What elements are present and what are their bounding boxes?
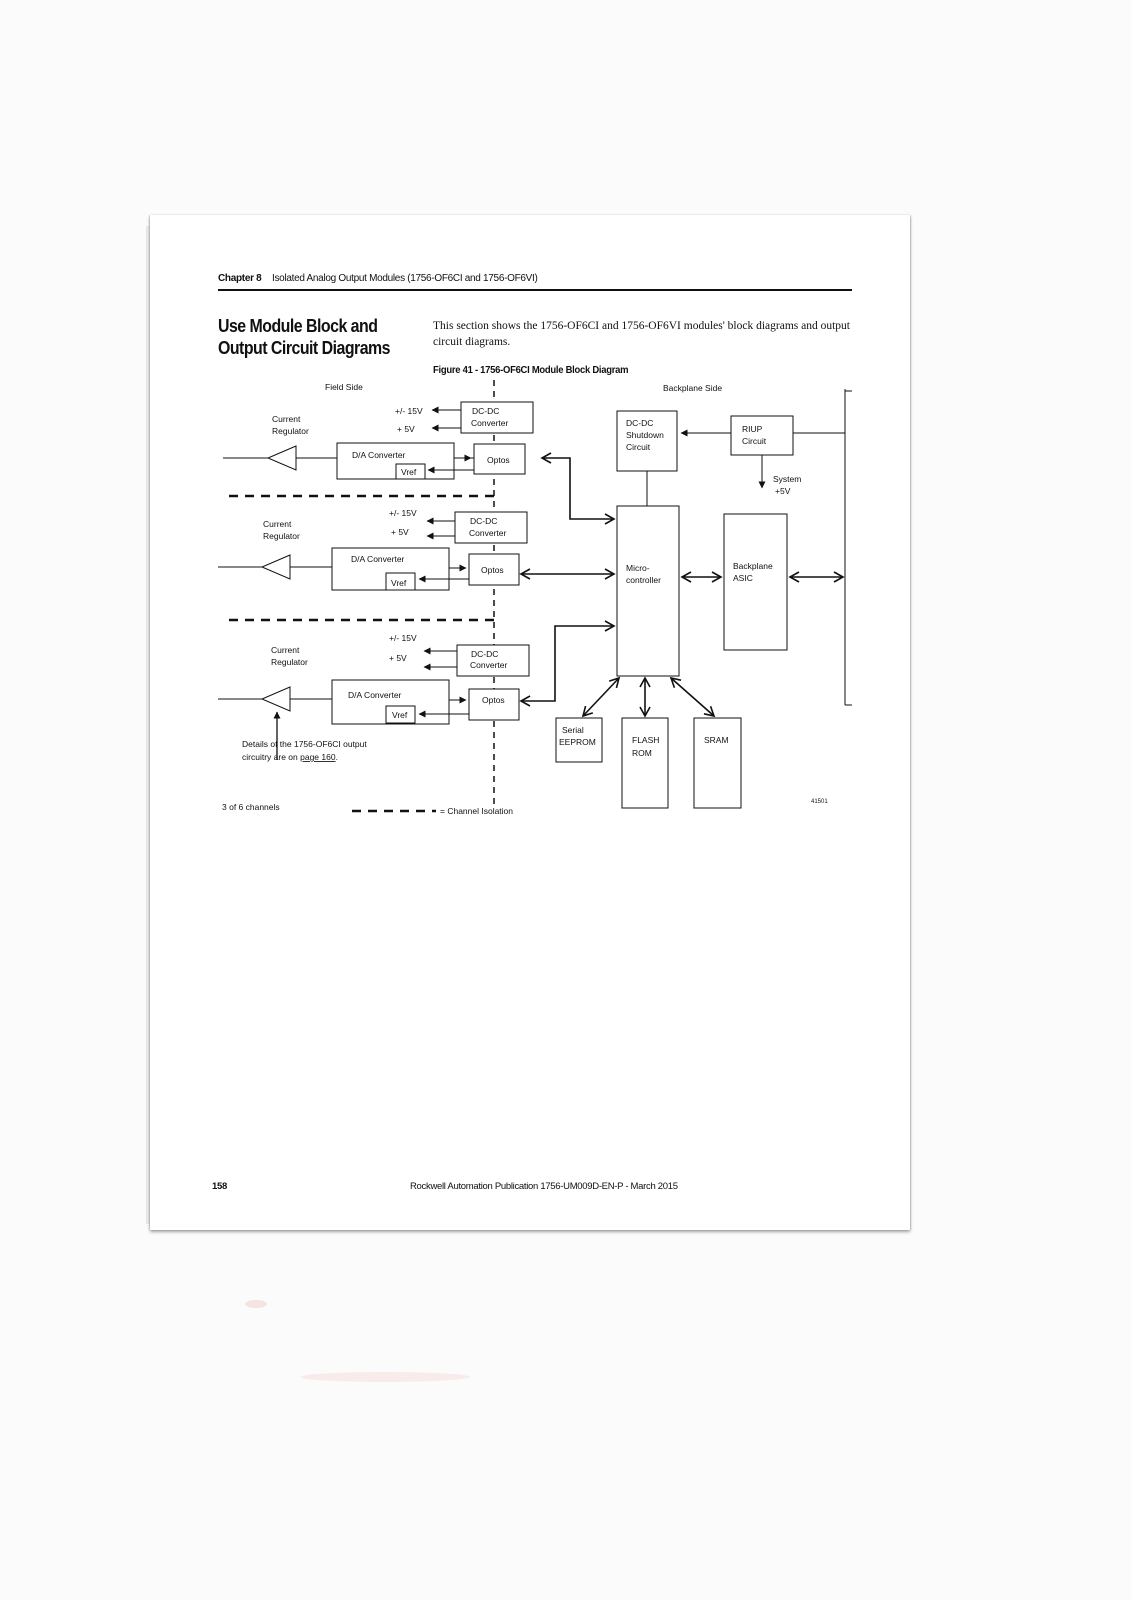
serial-eeprom-box	[555, 717, 603, 763]
microcontroller-box	[616, 505, 680, 677]
optos-box	[473, 443, 526, 475]
micro-to-sram-link	[669, 676, 716, 718]
current-regulator-label: Current	[263, 519, 292, 529]
vref-label: Vref	[391, 578, 407, 588]
channels-note: 3 of 6 channels	[222, 802, 280, 812]
p5v-label: + 5V	[391, 527, 409, 537]
dcdc-converter-label: DC-DC	[471, 649, 498, 659]
microcontroller-label: controller	[626, 575, 661, 585]
header-rule	[218, 289, 852, 291]
current-regulator-symbol	[266, 445, 297, 471]
serial-eeprom-label: EEPROM	[559, 737, 596, 747]
dcdc-converter-label: Converter	[471, 418, 508, 428]
page-link[interactable]: page 160	[300, 752, 336, 762]
dcdc-converter-label: Converter	[470, 660, 507, 670]
optos-to-micro-link	[540, 452, 616, 525]
figure-caption: Figure 41 - 1756-OF6CI Module Block Diag…	[433, 364, 629, 376]
da-converter-label: D/A Converter	[348, 690, 402, 700]
flash-rom-label: ROM	[632, 748, 652, 758]
dcdc-shutdown-box	[616, 410, 678, 472]
dcdc-converter-label: DC-DC	[472, 406, 499, 416]
current-regulator-label: Regulator	[271, 657, 308, 667]
system-5v-label: System	[773, 474, 801, 484]
dcdc-shutdown-label: Circuit	[626, 442, 651, 452]
backplane-side-label: Backplane Side	[663, 383, 722, 393]
field-side-label: Field Side	[325, 382, 363, 392]
micro-to-eeprom-link	[581, 676, 621, 718]
optos-label: Optos	[481, 565, 504, 575]
current-regulator-label: Regulator	[263, 531, 300, 541]
optos-to-micro-link	[519, 620, 616, 707]
riup-label: Circuit	[742, 436, 767, 446]
details-note: circuitry are on page 160.	[242, 752, 338, 762]
figure-id: 41501	[811, 799, 828, 805]
details-note: Details of the 1756-OF6CI output	[242, 739, 367, 749]
da-converter-label: D/A Converter	[352, 450, 406, 460]
section-intro: This section shows the 1756-OF6CI and 17…	[433, 320, 850, 348]
dcdc-converter-label: DC-DC	[470, 516, 497, 526]
scan-smudge	[300, 1372, 470, 1382]
vref-label: Vref	[392, 710, 408, 720]
current-regulator-symbol	[260, 686, 291, 712]
flash-rom-box	[621, 717, 669, 809]
serial-eeprom-label: Serial	[562, 725, 584, 735]
pm15v-label: +/- 15V	[389, 633, 417, 643]
current-regulator-label: Current	[272, 414, 301, 424]
chapter-label: Chapter 8	[218, 273, 262, 284]
da-converter-label: D/A Converter	[351, 554, 405, 564]
vref-box	[385, 705, 416, 724]
page-number: 158	[212, 1181, 227, 1192]
backplane-asic-box	[723, 513, 788, 651]
dcdc-converter-label: Converter	[469, 528, 506, 538]
vref-label: Vref	[401, 467, 417, 477]
dcdc-shutdown-label: Shutdown	[626, 430, 664, 440]
pm15v-label: +/- 15V	[395, 406, 423, 416]
current-regulator-label: Regulator	[272, 426, 309, 436]
publication-info: Rockwell Automation Publication 1756-UM0…	[410, 1181, 678, 1192]
backplane-asic-label: Backplane	[733, 561, 773, 571]
microcontroller-label: Micro-	[626, 563, 650, 573]
riup-label: RIUP	[742, 424, 763, 434]
isolation-legend-label: = Channel Isolation	[440, 806, 513, 816]
current-regulator-label: Current	[271, 645, 300, 655]
dcdc-converter-box	[454, 511, 528, 544]
sram-box	[693, 717, 742, 809]
optos-box	[468, 553, 520, 586]
scan-smudge	[245, 1300, 267, 1308]
optos-label: Optos	[482, 695, 505, 705]
system-5v-label: +5V	[775, 486, 791, 496]
optos-box	[468, 688, 520, 721]
dcdc-converter-box	[460, 401, 534, 434]
section-title: Use Module Block and Output Circuit Diag…	[218, 315, 391, 358]
p5v-label: + 5V	[389, 653, 407, 663]
optos-label: Optos	[487, 455, 510, 465]
dcdc-converter-box	[456, 644, 530, 677]
flash-rom-label: FLASH	[632, 735, 659, 745]
chapter-title: Isolated Analog Output Modules (1756-OF6…	[272, 273, 538, 284]
backplane-asic-label: ASIC	[733, 573, 753, 583]
riup-circuit-box	[730, 415, 794, 456]
pm15v-label: +/- 15V	[389, 508, 417, 518]
vref-box	[395, 463, 426, 480]
current-regulator-symbol	[260, 554, 291, 580]
sram-label: SRAM	[704, 735, 729, 745]
paper-stack-edge	[146, 226, 152, 1224]
vref-box	[385, 572, 416, 591]
dcdc-shutdown-label: DC-DC	[626, 418, 653, 428]
p5v-label: + 5V	[397, 424, 415, 434]
